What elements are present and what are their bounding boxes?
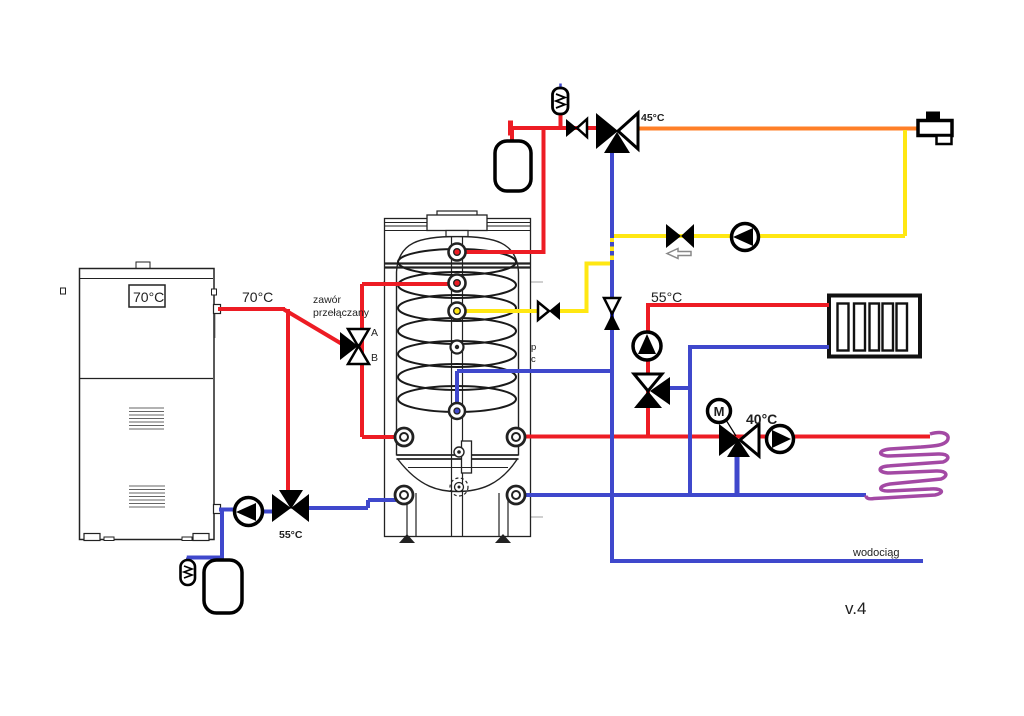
switching-valve-ab	[340, 327, 372, 366]
boiler	[60, 261, 222, 542]
pipes-dhw-yellow	[466, 130, 907, 313]
mixing-valve-floor-40	[705, 397, 761, 460]
boiler-display-temp: 70°C	[133, 289, 164, 305]
version-label: v.4	[845, 599, 866, 618]
valve-tank-coil-outlet	[536, 299, 560, 323]
valve-boiler-return-55	[272, 490, 309, 522]
water-main-label: wodociąg	[852, 547, 899, 559]
tank-port-top-supply	[447, 242, 467, 262]
tank-port-left-red	[393, 426, 415, 448]
tank-port-upper-in	[447, 273, 467, 293]
air-vent-top	[551, 83, 570, 116]
motor-actuator-symbol	[705, 397, 733, 425]
switching-valve-label-line1: zawór	[313, 294, 342, 306]
port-a-label: A	[371, 327, 378, 339]
floor-40-label: 40°C	[746, 411, 777, 427]
labels: 70°C 70°C zawór przełączany A B 45°C 55°…	[133, 112, 899, 618]
mixing-valve-45	[596, 109, 640, 153]
tank-ports	[393, 242, 527, 506]
boiler-grille-lower	[129, 485, 165, 508]
radiator-55-label: 55°C	[651, 289, 682, 305]
pump-boiler-return	[232, 495, 265, 528]
pipe-floor-loop-purple	[864, 430, 950, 501]
valve-coldwater-riser	[601, 296, 623, 330]
motor-actuator-label: M	[714, 404, 725, 419]
mix-45-label: 45°C	[641, 112, 665, 124]
marker-p: p	[531, 342, 536, 353]
tank-port-mid	[449, 339, 465, 355]
switching-valve-label-line2: przełączany	[313, 307, 370, 319]
tank-port-left-blue	[393, 484, 415, 506]
boiler-display	[128, 284, 166, 308]
tank-port-right-red	[505, 426, 527, 448]
pipes-return-blue	[186, 148, 923, 563]
air-vent-bottom	[179, 555, 197, 587]
mixing-valve-radiator-55	[630, 372, 670, 408]
heat-exchanger-top-right	[916, 111, 954, 146]
expansion-vessel-top	[493, 139, 533, 193]
tank-port-coil-in	[447, 401, 467, 421]
valve-dhw-return	[665, 224, 694, 260]
pump-dhw-return	[729, 221, 761, 253]
boiler-return-55-label: 55°C	[279, 529, 303, 541]
tank-port-right-blue	[505, 484, 527, 506]
valve-header-shutoff	[566, 116, 589, 140]
marker-c: c	[531, 354, 536, 365]
supply-temp-label: 70°C	[242, 289, 273, 305]
pump-radiator-circuit	[631, 330, 663, 362]
tank-port-coil-out	[447, 301, 467, 321]
radiator	[827, 293, 922, 359]
flow-arrow-left	[665, 247, 692, 260]
expansion-vessel-bottom	[202, 558, 244, 615]
port-b-label: B	[371, 352, 378, 364]
pump-floor-circuit	[764, 423, 796, 455]
boiler-grille-upper	[129, 407, 164, 430]
